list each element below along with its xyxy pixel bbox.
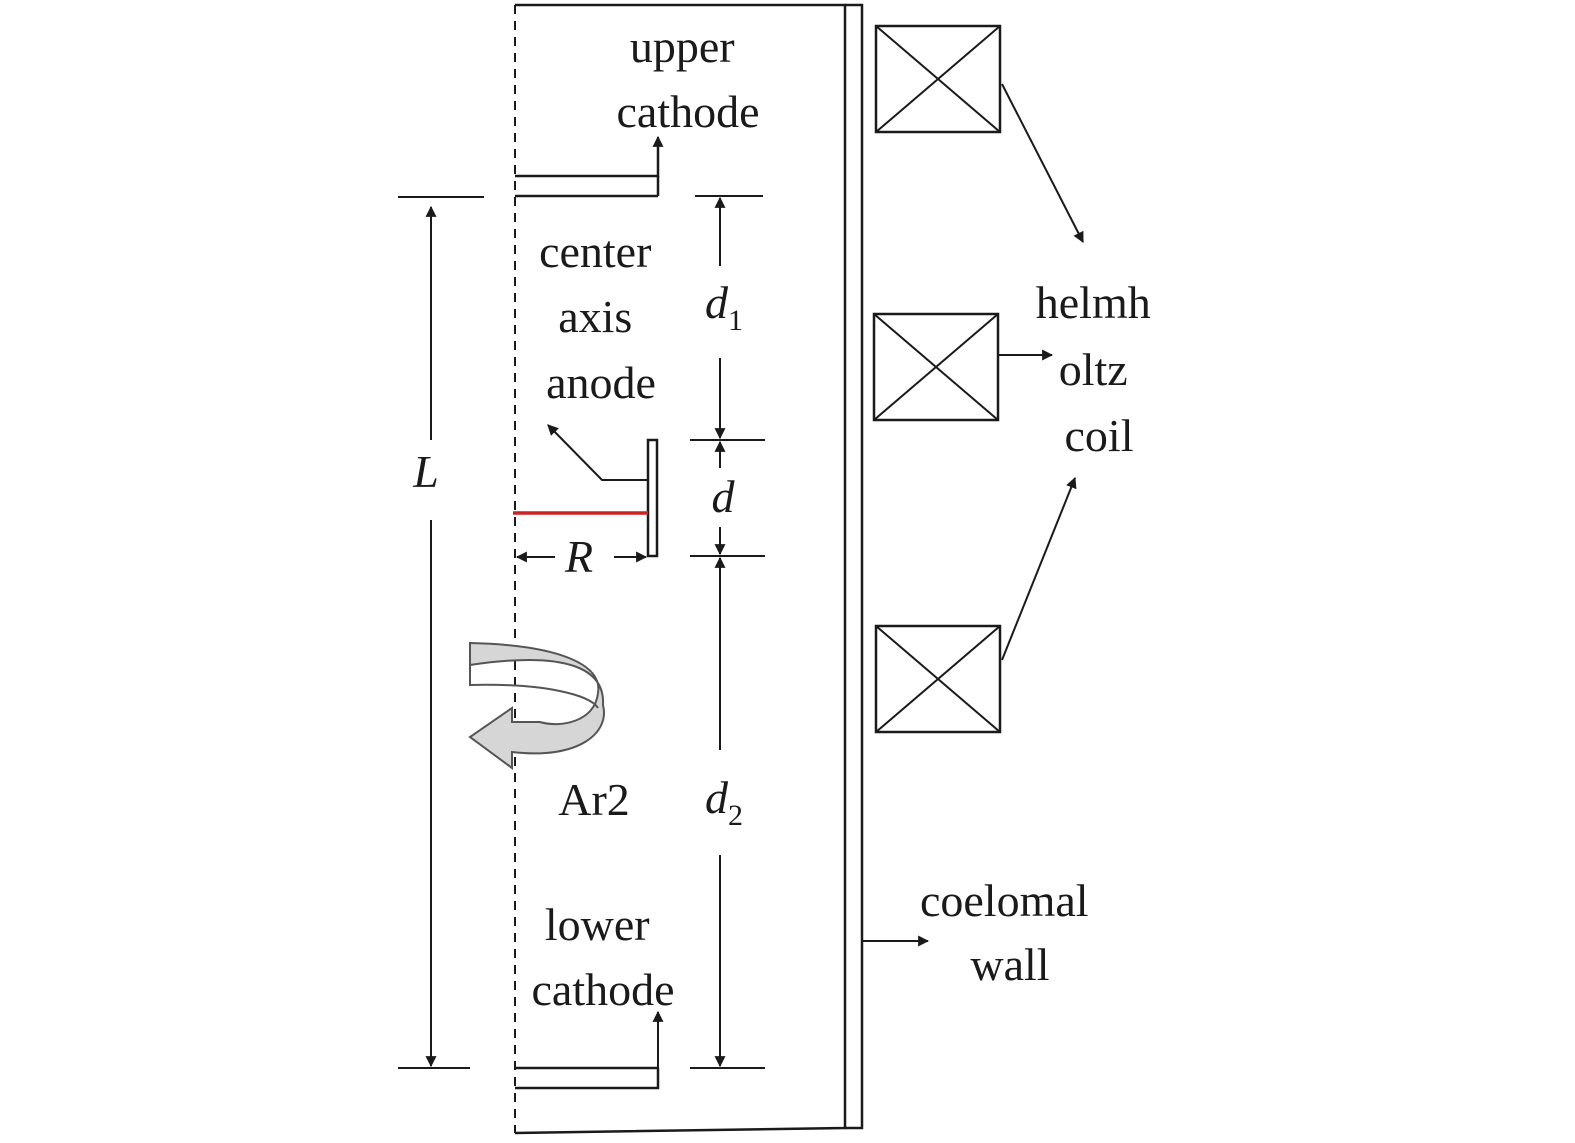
- dimension-R-label: R: [564, 531, 593, 582]
- coil-leader-arrows: [998, 83, 1084, 661]
- helmholtz-coil-label: helmh oltz coil: [1036, 277, 1162, 461]
- chamber-outline: [514, 3, 847, 1135]
- crossed-box-icon: [872, 312, 1000, 422]
- lower-cathode: [515, 1010, 664, 1090]
- curved-arrow-icon: [468, 641, 605, 770]
- dimension-d: [690, 439, 765, 557]
- coelomal-wall-label: coelomal wall: [920, 875, 1100, 990]
- center-axis-anode-label: center axis anode: [539, 226, 663, 408]
- dimension-d1-label: d1: [705, 277, 743, 337]
- crossed-box-icon: [874, 624, 1002, 734]
- dimension-d2-label: d2: [705, 772, 743, 832]
- dimension-d2: [690, 556, 765, 1069]
- rotation-label: Ar2: [558, 774, 630, 825]
- upper-cathode: [515, 135, 664, 198]
- coelomal-wall-line: [845, 3, 864, 1130]
- anode-plate: [646, 438, 659, 558]
- dimension-d1: [695, 195, 763, 440]
- lower-cathode-label: lower cathode: [531, 899, 674, 1015]
- crossed-box-icon: [874, 24, 1002, 134]
- dimension-L-label: L: [412, 446, 439, 497]
- upper-cathode-label: upper cathode: [616, 21, 759, 137]
- anode-leader-arrow: [547, 424, 648, 481]
- dimension-L: [398, 196, 484, 1069]
- dimension-d-label: d: [712, 471, 736, 522]
